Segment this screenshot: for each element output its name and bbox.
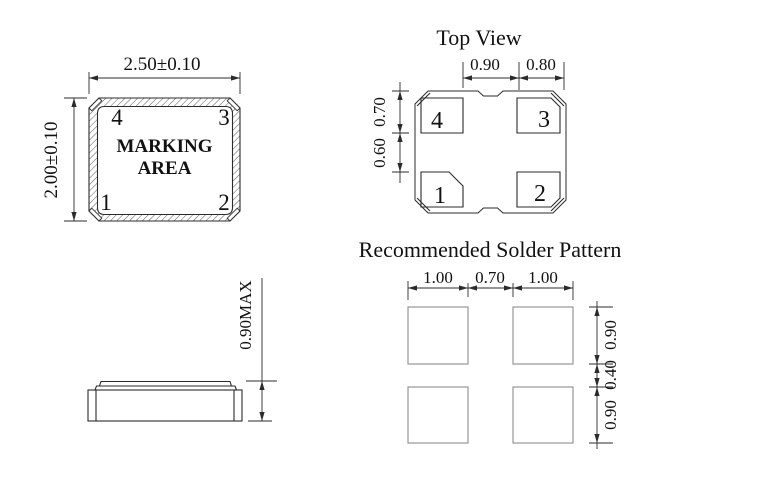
side-body <box>87 389 243 422</box>
solder-pad-bl <box>407 386 469 444</box>
solder-dim-100a-label: 1.00 <box>423 268 453 287</box>
front-height-label: 2.00±0.10 <box>41 122 62 199</box>
top-dim-090-label: 0.90 <box>470 55 500 74</box>
top-pad-2-label: 2 <box>534 181 546 207</box>
marking-area-line1: MARKING <box>116 136 212 157</box>
solder-dim-090a-label: 0.90 <box>601 320 620 350</box>
top-corner-br <box>550 197 565 212</box>
front-corner-cut-bl <box>88 207 103 222</box>
top-pad-4 <box>420 97 464 134</box>
front-corner-cut-tr <box>226 97 241 112</box>
solder-pad-br <box>512 386 574 444</box>
top-pad-3 <box>516 97 561 134</box>
solder-pattern: Recommended Solder Pattern 1.00 0.70 1.0… <box>359 237 622 449</box>
top-pad-3-label: 3 <box>538 107 550 133</box>
front-pin-2: 2 <box>218 190 230 215</box>
top-dim-080-label: 0.80 <box>526 55 556 74</box>
top-corner-bl <box>416 197 431 212</box>
top-pad-2 <box>516 171 561 208</box>
solder-dim-040-label: 0.40 <box>601 360 620 390</box>
side-lid-mid <box>94 385 238 391</box>
top-corner-tl <box>416 92 431 107</box>
top-dim-070-label: 0.70 <box>370 97 389 127</box>
front-width-label: 2.50±0.10 <box>124 54 201 75</box>
solder-dim-070-label: 0.70 <box>475 268 505 287</box>
front-pin-4: 4 <box>111 105 123 130</box>
top-view-title: Top View <box>436 25 521 50</box>
front-pin-1: 1 <box>100 190 112 215</box>
front-view: 4 3 1 2 MARKING AREA 2.50±0.10 2.00±0.10 <box>41 54 241 222</box>
top-view: Top View 4 3 1 2 0.90 0.80 0.70 0.60 <box>370 25 567 214</box>
solder-dim-090b-label: 0.90 <box>601 400 620 430</box>
marking-area-line2: AREA <box>138 158 192 179</box>
top-pad-4-label: 4 <box>431 108 443 134</box>
top-pad-1-label: 1 <box>434 183 446 209</box>
front-corner-cut-br <box>226 207 241 222</box>
side-height-label: 0.90MAX <box>236 280 255 349</box>
top-view-outline <box>414 90 567 214</box>
solder-pad-tr <box>512 306 574 365</box>
front-pin-3: 3 <box>218 105 230 130</box>
solder-dim-100b-label: 1.00 <box>528 268 558 287</box>
top-corner-tr <box>550 92 565 107</box>
front-corner-cut-tl <box>88 97 103 112</box>
side-view: 0.90MAX <box>87 278 277 422</box>
solder-pattern-title: Recommended Solder Pattern <box>359 237 622 262</box>
top-pad-1 <box>420 171 464 208</box>
solder-pad-tl <box>407 306 469 365</box>
side-lid-top <box>98 380 233 387</box>
top-dim-060-label: 0.60 <box>370 138 389 168</box>
